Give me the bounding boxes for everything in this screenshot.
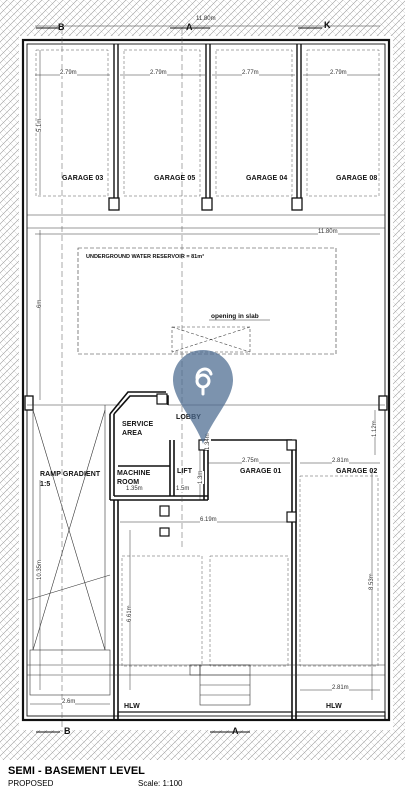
room-label-garage-01: GARAGE 01 — [240, 468, 282, 475]
dim-garage-width-4: 2.79m — [330, 70, 347, 76]
dim-g02-depth: 8.53m — [369, 573, 375, 590]
dim-machine-width: 1.35m — [126, 486, 143, 492]
room-label-garage-02: GARAGE 02 — [336, 468, 378, 475]
dim-bottom-left: 2.6m — [62, 699, 76, 705]
room-label-garage-04: GARAGE 04 — [246, 175, 288, 182]
drawing-title: SEMI - BASEMENT LEVEL — [8, 765, 145, 777]
section-marker-b-top: B — [58, 22, 65, 32]
drawing-scale: Scale: 1:100 — [138, 779, 183, 788]
drawing-footer: SEMI - BASEMENT LEVEL PROPOSED Scale: 1:… — [0, 760, 405, 800]
columns — [24, 197, 388, 411]
room-label-lobby: LOBBY — [176, 414, 201, 421]
room-label-hlw-1: HLW — [124, 703, 140, 710]
dim-lift-width: 1.5m — [176, 486, 190, 492]
parking-bays-bottom — [121, 475, 379, 667]
section-marker-a-bottom: A — [232, 726, 239, 736]
room-label-garage-08: GARAGE 08 — [336, 175, 378, 182]
section-marker-a-top: A — [186, 22, 193, 32]
section-marker-k: K — [324, 20, 331, 30]
ramp — [27, 405, 111, 696]
dim-g02-width: 2.81m — [332, 458, 349, 464]
dim-ramp-length: 10.35m — [37, 559, 43, 580]
garage-partitions-top — [113, 44, 302, 200]
room-label-hlw-2: HLW — [326, 703, 342, 710]
dim-g02-bottom-width: 2.81m — [332, 685, 349, 691]
note-opening-in-slab: opening in slab — [211, 313, 259, 320]
note-reservoir: UNDERGROUND WATER RESERVOIR = 81m³ — [86, 254, 204, 260]
room-label-machine-room: MACHINE ROOM — [117, 470, 151, 486]
room-label-ramp: RAMP GRADIENT 1:5 — [40, 471, 101, 488]
dim-garage-width-2: 2.79m — [150, 70, 167, 76]
room-label-garage-03: GARAGE 03 — [62, 175, 104, 182]
dim-lift-height: 1.3m — [198, 470, 204, 484]
location-pin-icon[interactable] — [171, 348, 235, 446]
dim-garage-width-3: 2.77m — [242, 70, 259, 76]
dim-garage-width-1: 2.79m — [60, 70, 77, 76]
dim-overall-width: 11.80m — [196, 16, 216, 22]
room-label-garage-05: GARAGE 05 — [154, 175, 196, 182]
core-walls — [109, 391, 297, 720]
dim-aisle-depth: 6m — [37, 299, 43, 308]
room-label-service-area: SERVICE AREA — [122, 421, 154, 437]
dim-garage-depth: 5.1m — [37, 118, 43, 132]
room-label-lift: LIFT — [177, 468, 193, 475]
dim-lobby-depth: 1.12m — [372, 420, 378, 437]
dim-g01-width: 2.75m — [242, 458, 259, 464]
dim-lower-width: 6.19m — [200, 517, 217, 523]
parking-bays-top — [35, 49, 380, 197]
dim-mid-width: 11.80m — [318, 229, 338, 235]
section-lines — [36, 27, 322, 733]
drawing-subtitle: PROPOSED — [8, 779, 54, 788]
dim-lower-depth: 6.61m — [127, 605, 133, 622]
section-marker-b-bottom: B — [64, 726, 71, 736]
